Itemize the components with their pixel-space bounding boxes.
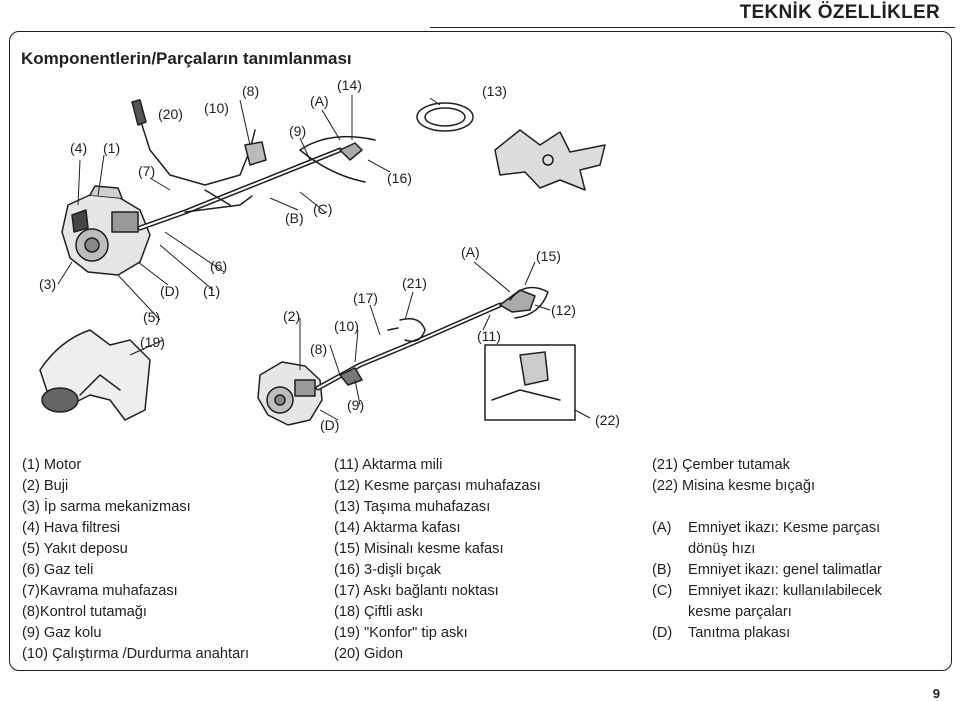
harness-left-illustration [39, 329, 151, 421]
legend-item-13: (13) Taşıma muhafazası [334, 499, 491, 515]
legend-text-c: Emniyet ikazı: kullanılabilecek [688, 583, 882, 599]
callout-17: (17) [353, 290, 378, 306]
callout-5: (5) [143, 309, 161, 325]
legend-item-a-cont: dönüş hızı [652, 539, 882, 560]
callout-10b: (10) [334, 318, 359, 334]
legend-item-19: (19) "Konfor" tip askı [334, 625, 468, 641]
legend-column-2: (11) Aktarma mili (12) Kesme parçası muh… [334, 455, 541, 665]
legend-item-4: (4) Hava filtresi [22, 520, 121, 536]
legend-item-12: (12) Kesme parçası muhafazası [334, 478, 541, 494]
shaft-top-illustration [137, 147, 343, 231]
legend-item-20: (20) Gidon [334, 646, 403, 662]
shaft-bottom-illustration [315, 302, 503, 391]
legend-spacer [652, 497, 882, 518]
legend-item-9: (9) Gaz kolu [22, 625, 102, 641]
callout-c: (C) [313, 201, 333, 217]
line-cutter-illustration [484, 344, 576, 421]
callout-2: (2) [283, 308, 301, 324]
callout-4: (4) [70, 140, 88, 156]
legend-item-17: (17) Askı bağlantı noktası [334, 583, 499, 599]
legend-key-b: (B) [652, 562, 672, 578]
legend-item-d: (D) Tanıtma plakası [652, 623, 882, 644]
callout-22: (22) [595, 412, 620, 428]
head-guard-bottom-illustration [499, 286, 549, 319]
legend-item-b: (B) Emniyet ikazı: genel talimatlar [652, 560, 882, 581]
header-rule [430, 27, 955, 28]
legend-item-15: (15) Misinalı kesme kafası [334, 541, 504, 557]
carry-guard-illustration [416, 102, 474, 132]
legend-item-2: (2) Buji [22, 478, 69, 494]
page-number: 9 [932, 686, 940, 701]
callout-1: (1) [103, 140, 121, 156]
legend-key-c: (C) [652, 583, 673, 599]
legend-text-c-cont: kesme parçaları [688, 604, 792, 620]
legend-item-1: (1) Motor [22, 457, 82, 473]
brushcutter-diagram [39, 95, 606, 426]
legend-key-d: (D) [652, 625, 673, 641]
legend-item-22: (22) Misina kesme bıçağı [652, 478, 816, 494]
blade-illustration [494, 129, 606, 191]
legend-item-21: (21) Çember tutamak [652, 457, 790, 473]
callout-20: (20) [158, 106, 183, 122]
legend-text-d: Tanıtma plakası [688, 625, 791, 641]
header-title: TEKNİK ÖZELLİKLER [739, 2, 940, 23]
callout-3: (3) [39, 276, 57, 292]
head-guard-top-illustration [299, 135, 376, 183]
legend-item-18: (18) Çiftli askı [334, 604, 424, 620]
callout-a-top: (A) [310, 93, 329, 109]
handlebar-illustration [131, 99, 267, 186]
legend-item-14: (14) Aktarma kafası [334, 520, 461, 536]
legend-item-10: (10) Çalıştırma /Durdurma anahtarı [22, 646, 250, 662]
callout-16: (16) [387, 170, 412, 186]
legend-item-11: (11) Aktarma mili [334, 457, 443, 473]
engine-bottom-illustration [257, 361, 323, 426]
callout-13: (13) [482, 83, 507, 99]
legend-column-1: (1) Motor (2) Buji (3) İp sarma mekanizm… [22, 455, 249, 665]
callout-b: (B) [285, 210, 304, 226]
legend-item-16: (16) 3-dişli bıçak [334, 562, 442, 578]
legend-item-a: (A) Emniyet ikazı: Kesme parçası [652, 518, 882, 539]
legend-item-6: (6) Gaz teli [22, 562, 94, 578]
callout-11: (11) [477, 328, 501, 344]
callout-a-bottom: (A) [461, 244, 480, 260]
callout-14: (14) [337, 77, 362, 93]
legend-text-b: Emniyet ikazı: genel talimatlar [688, 562, 882, 578]
legend-item-7: (7)Kavrama muhafazası [22, 583, 178, 599]
callout-d-bottom: (D) [320, 417, 340, 433]
section-title: Komponentlerin/Parçaların tanımlanması [21, 49, 352, 68]
callout-8: (8) [242, 83, 260, 99]
legend-text-a: Emniyet ikazı: Kesme parçası [688, 520, 881, 536]
callout-7: (7) [138, 163, 156, 179]
legend-text-a-cont: dönüş hızı [688, 541, 756, 557]
callout-9b: (9) [347, 397, 365, 413]
legend-item-c: (C) Emniyet ikazı: kullanılabilecek [652, 581, 882, 602]
callout-8b: (8) [310, 341, 328, 357]
callout-15: (15) [536, 248, 561, 264]
callout-10: (10) [204, 100, 229, 116]
callout-d-top: (D) [160, 283, 180, 299]
legend-item-5: (5) Yakıt deposu [22, 541, 128, 557]
callout-1b: (1) [203, 283, 221, 299]
engine-top-illustration [61, 185, 151, 276]
callout-21: (21) [402, 275, 427, 291]
legend-column-3: (21) Çember tutamak (22) Misina kesme bı… [652, 455, 882, 644]
legend-item-c-cont: kesme parçaları [652, 602, 882, 623]
callout-19: (19) [140, 334, 165, 350]
callout-6: (6) [210, 258, 228, 274]
legend-item-8: (8)Kontrol tutamağı [22, 604, 147, 620]
callout-9: (9) [289, 123, 307, 139]
legend-item-3: (3) İp sarma mekanizması [22, 499, 191, 515]
content-frame [9, 31, 952, 671]
callout-12: (12) [551, 302, 576, 318]
legend-key-a: (A) [652, 520, 672, 536]
